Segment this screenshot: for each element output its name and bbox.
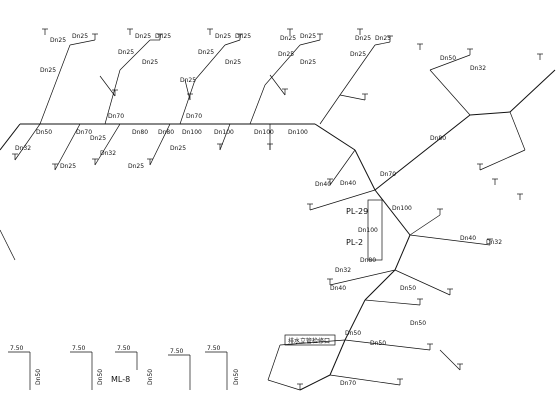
branch-dn-label: Dn40	[460, 235, 476, 242]
level-value: 7.50	[10, 345, 24, 352]
main-dn-label: Dn80	[132, 129, 148, 136]
upper-branches	[39, 39, 526, 171]
branch-dn-label: Dn25	[155, 33, 171, 40]
level-value: 7.50	[117, 345, 131, 352]
branch-dn-label: Dn25	[180, 77, 196, 84]
branch-dn-label: Dn80	[430, 135, 446, 142]
lower-left-branches	[0, 123, 271, 261]
branch-dn-label: Dn40	[315, 181, 331, 188]
branch-dn-label: Dn50	[410, 320, 426, 327]
branch-dn-label: Dn32	[470, 65, 486, 72]
branch-dn-label: Dn25	[128, 163, 144, 170]
branch-dn-label: Dn25	[118, 49, 134, 56]
branch-dn-label: Dn32	[100, 150, 116, 157]
branch-labels: Dn25 Dn25 Dn25 Dn25 Dn25 Dn25 Dn25 Dn25 …	[15, 33, 502, 387]
branch-dn-label: Dn25	[142, 59, 158, 66]
branch-dn-label: Dn25	[135, 33, 151, 40]
branch-dn-label: Dn25	[50, 37, 66, 44]
section-label: ML-8	[111, 375, 130, 384]
main-dn-label: Dn70	[186, 113, 202, 120]
annotation-callout: 排水立管检修口	[284, 334, 336, 346]
branch-dn-label: Dn25	[40, 67, 56, 74]
riser-label-pl2: PL-2	[346, 238, 363, 247]
branch-dn-label: Dn25	[355, 35, 371, 42]
branch-dn-label: Dn40	[340, 180, 356, 187]
branch-dn-label: Dn50	[440, 55, 456, 62]
branch-dn-label: Dn25	[225, 59, 241, 66]
bottom-dn-label: Dn50	[147, 369, 154, 385]
branch-dn-label: Dn25	[198, 49, 214, 56]
branch-dn-label: Dn100	[358, 227, 378, 234]
branch-dn-label: Dn25	[235, 33, 251, 40]
branch-dn-label: Dn70	[340, 380, 356, 387]
branch-dn-label: Dn25	[72, 33, 88, 40]
riser-label-pl29: PL-29	[346, 207, 368, 216]
main-dn-label: Dn100	[288, 129, 308, 136]
fixture-symbols	[12, 28, 543, 390]
branch-dn-label: Dn25	[90, 135, 106, 142]
bottom-dn-label: Dn50	[233, 369, 240, 385]
branch-dn-label: Dn32	[335, 267, 351, 274]
branch-dn-label: Dn25	[300, 33, 316, 40]
bottom-dn-label: Dn50	[35, 369, 42, 385]
branch-dn-label: Dn25	[350, 51, 366, 58]
branch-dn-label: Dn80	[360, 257, 376, 264]
branch-dn-label: Dn25	[170, 145, 186, 152]
main-dn-label: Dn80	[158, 129, 174, 136]
right-branches	[267, 149, 491, 391]
branch-dn-label: Dn25	[215, 33, 231, 40]
main-dn-label: Dn70	[108, 113, 124, 120]
main-dn-label: Dn50	[36, 129, 52, 136]
branch-dn-label: Dn70	[380, 171, 396, 178]
branch-dn-label: Dn50	[370, 340, 386, 347]
main-dn-label: Dn70	[76, 129, 92, 136]
annotation-text: 排水立管检修口	[288, 337, 330, 345]
main-dn-label: Dn100	[214, 129, 234, 136]
main-pipe-run	[0, 69, 556, 391]
main-dn-label: Dn100	[254, 129, 274, 136]
bottom-dn-label: Dn50	[97, 369, 104, 385]
branch-dn-label: Dn25	[60, 163, 76, 170]
branch-dn-label: Dn100	[392, 205, 412, 212]
branch-dn-label: Dn25	[375, 35, 391, 42]
branch-dn-label: Dn25	[280, 35, 296, 42]
branch-dn-label: Dn50	[400, 285, 416, 292]
branch-dn-label: Dn25	[278, 51, 294, 58]
main-pipe-labels: Dn50 Dn70 Dn70 Dn80 Dn80 Dn100 Dn70 Dn10…	[36, 113, 308, 136]
branch-dn-label: Dn32	[486, 239, 502, 246]
bottom-level-marks: 7.50 7.50 7.50 7.50 7.50 ML-8 Dn50 Dn50 …	[8, 345, 240, 390]
level-value: 7.50	[207, 345, 221, 352]
main-dn-label: Dn100	[182, 129, 202, 136]
level-value: 7.50	[170, 348, 184, 355]
branch-dn-label: Dn32	[15, 145, 31, 152]
level-value: 7.50	[72, 345, 86, 352]
branch-dn-label: Dn40	[330, 285, 346, 292]
branch-dn-label: Dn25	[300, 59, 316, 66]
branch-dn-label: Dn50	[345, 330, 361, 337]
